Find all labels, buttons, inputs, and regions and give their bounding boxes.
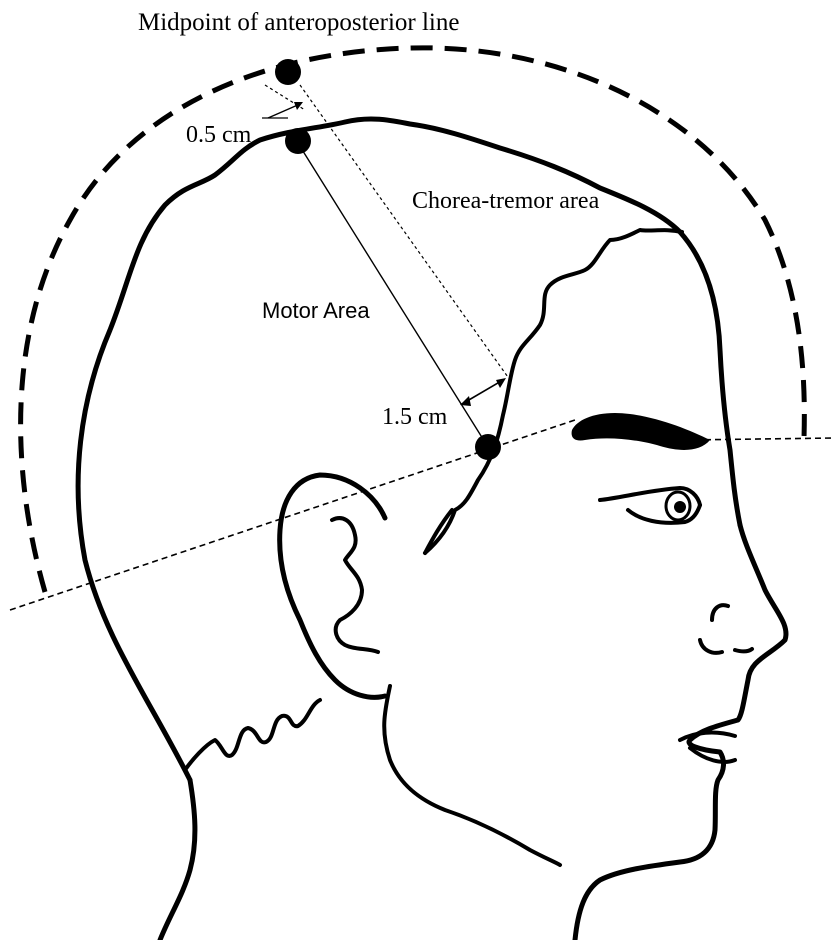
motor-bottom-dot — [475, 434, 501, 460]
offset-large-label: 1.5 cm — [382, 404, 448, 430]
neck-back — [160, 780, 195, 940]
bottom-offset-arrowhead-left — [460, 396, 471, 406]
motor-area-line — [296, 140, 488, 447]
chorea-tremor-line — [300, 85, 510, 380]
head-outline — [78, 119, 740, 780]
ear-inner — [332, 518, 378, 652]
nostril-upper — [712, 605, 728, 620]
ear-outer — [280, 475, 385, 697]
midpoint-label: Midpoint of anteroposterior line — [138, 9, 459, 36]
anteroposterior-arc — [21, 48, 805, 592]
motor-area-label: Motor Area — [262, 298, 370, 323]
eyebrow — [572, 413, 710, 450]
bottom-offset-arrowhead-right — [496, 378, 506, 388]
top-offset-arrow — [268, 104, 300, 118]
chorea-tremor-label: Chorea-tremor area — [412, 188, 600, 214]
nostril-curve — [735, 649, 752, 651]
nostril-lower — [700, 640, 722, 653]
offset-small-label: 0.5 cm — [186, 122, 252, 148]
nape-hair — [185, 700, 320, 770]
motor-top-dot — [285, 128, 311, 154]
midpoint-dot — [275, 59, 301, 85]
hairline — [425, 230, 682, 553]
temple-strand — [425, 510, 452, 553]
eye-pupil — [674, 501, 686, 513]
face-profile — [575, 525, 786, 940]
jaw-line — [384, 686, 560, 865]
